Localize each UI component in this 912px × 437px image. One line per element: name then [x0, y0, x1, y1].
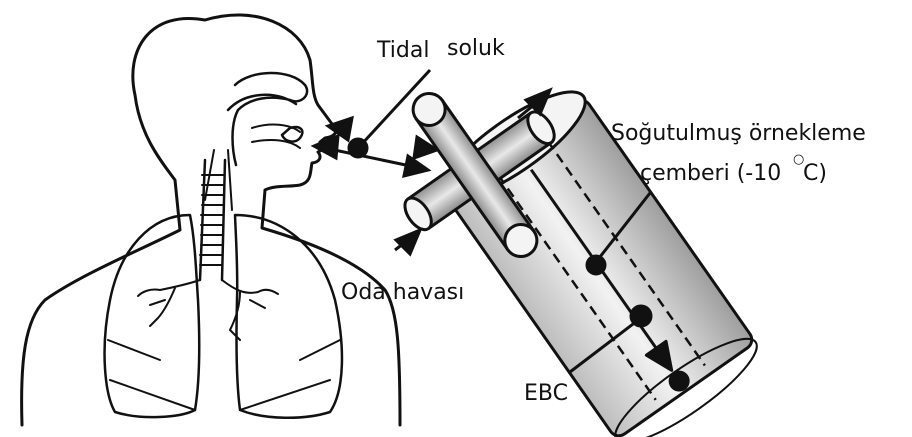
label-cooled-line2: çemberi (-10	[640, 161, 781, 186]
head-outline	[22, 15, 400, 425]
human-figure	[22, 15, 400, 425]
cooled-pointer-dot	[587, 256, 605, 274]
label-cooled-line1: Soğutulmuş örnekleme	[611, 121, 866, 146]
label-room-air: Oda havası	[341, 280, 464, 305]
airway-upper	[228, 73, 307, 165]
ebc-pointer-dot	[631, 306, 651, 326]
mouth-lines	[252, 125, 300, 148]
arrowhead-to-device	[404, 156, 428, 176]
trachea	[200, 160, 225, 280]
label-tidal: Tidal	[376, 38, 429, 63]
bronchial-tree-left	[222, 280, 278, 340]
left-lung	[235, 215, 342, 418]
room-air-arrowhead	[396, 230, 420, 254]
bronchial-tree-right	[138, 280, 200, 326]
label-celsius: C)	[803, 161, 827, 186]
esophagus	[205, 150, 232, 210]
right-lung	[105, 215, 200, 417]
label-soluk: soluk	[447, 36, 505, 61]
ribcage-lines	[108, 340, 340, 410]
label-ebc: EBC	[524, 381, 568, 406]
